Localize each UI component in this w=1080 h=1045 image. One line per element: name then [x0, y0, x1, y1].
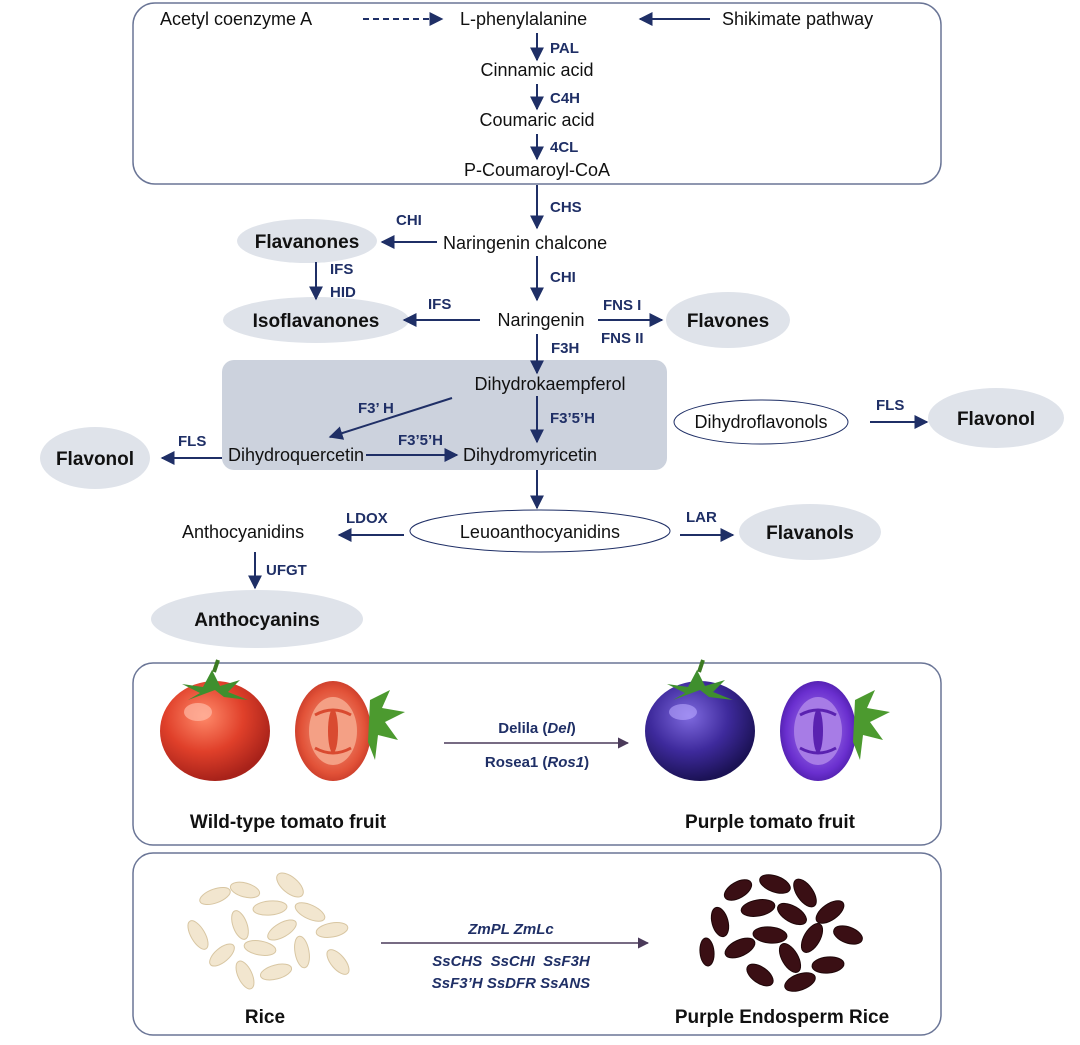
fls-enzyme-left: FLS: [178, 433, 206, 450]
rice-genes-line1: ZmPL ZmLc: [467, 921, 554, 938]
isoflavanones-ellipse: [223, 297, 409, 343]
flavonol-left-label: Flavonol: [56, 449, 134, 470]
4cl-enzyme: 4CL: [550, 139, 578, 156]
lar-enzyme: LAR: [686, 509, 717, 526]
wild-type-tomato-label: Wild-type tomato fruit: [190, 812, 387, 833]
precursor-box: [132, 2, 942, 185]
rice-panel: [132, 852, 942, 1036]
f35h-enzyme-right: F3’5’H: [398, 432, 443, 449]
dihydroflavonol-highlight-box: [222, 360, 667, 470]
dihydrokaempferol-label: Dihydrokaempferol: [474, 374, 625, 394]
fns2-enzyme: FNS II: [601, 330, 644, 347]
leucoanthocyanidins-ellipse: [409, 509, 671, 553]
arrow-f3prime-h: [328, 397, 453, 440]
purple-rice-illustration: [699, 874, 863, 992]
phenylalanine-label: L-phenylalanine: [460, 9, 587, 29]
fls-enzyme-right: FLS: [876, 397, 904, 414]
ifs-enzyme-down: IFS: [330, 261, 353, 278]
purple-endosperm-rice-label: Purple Endosperm Rice: [675, 1007, 889, 1028]
ldox-enzyme: LDOX: [346, 510, 388, 527]
naringenin-label: Naringenin: [497, 310, 584, 330]
dihydroflavonols-label: Dihydroflavonols: [694, 412, 827, 432]
f3prime-h-enzyme: F3’ H: [358, 400, 394, 417]
hid-enzyme: HID: [330, 284, 356, 301]
dihydroquercetin-label: Dihydroquercetin: [228, 445, 364, 465]
pal-enzyme: PAL: [550, 40, 579, 57]
wild-type-tomato-illustration: [160, 659, 270, 781]
flavonol-right-ellipse: [928, 388, 1064, 448]
flavonol-right-label: Flavonol: [957, 409, 1035, 430]
anthocyanins-ellipse: [151, 590, 363, 648]
ufgt-enzyme: UFGT: [266, 562, 307, 579]
cut-purple-tomato-illustration: [780, 681, 890, 781]
flavonol-left-ellipse: [40, 427, 150, 489]
cut-red-tomato-illustration: [295, 681, 405, 781]
gene-rosea1: Rosea1 (Ros1): [485, 754, 589, 771]
rice-genes-line2: SsCHS SsCHI SsF3H: [432, 953, 591, 970]
f35h-enzyme-down: F3’5’H: [550, 410, 595, 427]
fns1-enzyme: FNS I: [603, 297, 641, 314]
leucoanthocyanidins-label: Leuoanthocyanidins: [460, 522, 620, 542]
rice-label: Rice: [245, 1007, 285, 1028]
tomato-panel: [132, 662, 942, 846]
naringenin-chalcone-label: Naringenin chalcone: [443, 233, 607, 253]
shikimate-label: Shikimate pathway: [722, 9, 873, 29]
acetyl-coa-label: Acetyl coenzyme A: [160, 9, 312, 29]
anthocyanidins-label: Anthocyanidins: [182, 522, 304, 542]
chs-enzyme: CHS: [550, 199, 582, 216]
purple-tomato-illustration: [645, 659, 755, 781]
flavanols-label: Flavanols: [766, 523, 854, 544]
gene-delila: Delila (Del): [498, 720, 576, 737]
flavones-ellipse: [666, 292, 790, 348]
coumaric-acid-label: Coumaric acid: [479, 110, 594, 130]
coumaroyl-coa-label: P-Coumaroyl-CoA: [464, 160, 610, 180]
flavones-label: Flavones: [687, 311, 769, 332]
dihydroflavonols-ellipse: [673, 399, 849, 445]
ifs-enzyme-left: IFS: [428, 296, 451, 313]
anthocyanins-label: Anthocyanins: [194, 610, 320, 631]
chi-enzyme-flavanones: CHI: [396, 212, 422, 229]
f3h-enzyme: F3H: [551, 340, 579, 357]
white-rice-illustration: [187, 872, 350, 990]
dihydromyricetin-label: Dihydromyricetin: [463, 445, 597, 465]
flavanones-label: Flavanones: [255, 232, 360, 253]
cinnamic-acid-label: Cinnamic acid: [480, 60, 593, 80]
chi-enzyme-naringenin: CHI: [550, 269, 576, 286]
rice-genes-line3: SsF3’H SsDFR SsANS: [432, 975, 590, 992]
purple-tomato-label: Purple tomato fruit: [685, 812, 856, 833]
c4h-enzyme: C4H: [550, 90, 580, 107]
flavanones-ellipse: [237, 219, 377, 263]
flavanols-ellipse: [739, 504, 881, 560]
isoflavanones-label: Isoflavanones: [253, 311, 380, 332]
